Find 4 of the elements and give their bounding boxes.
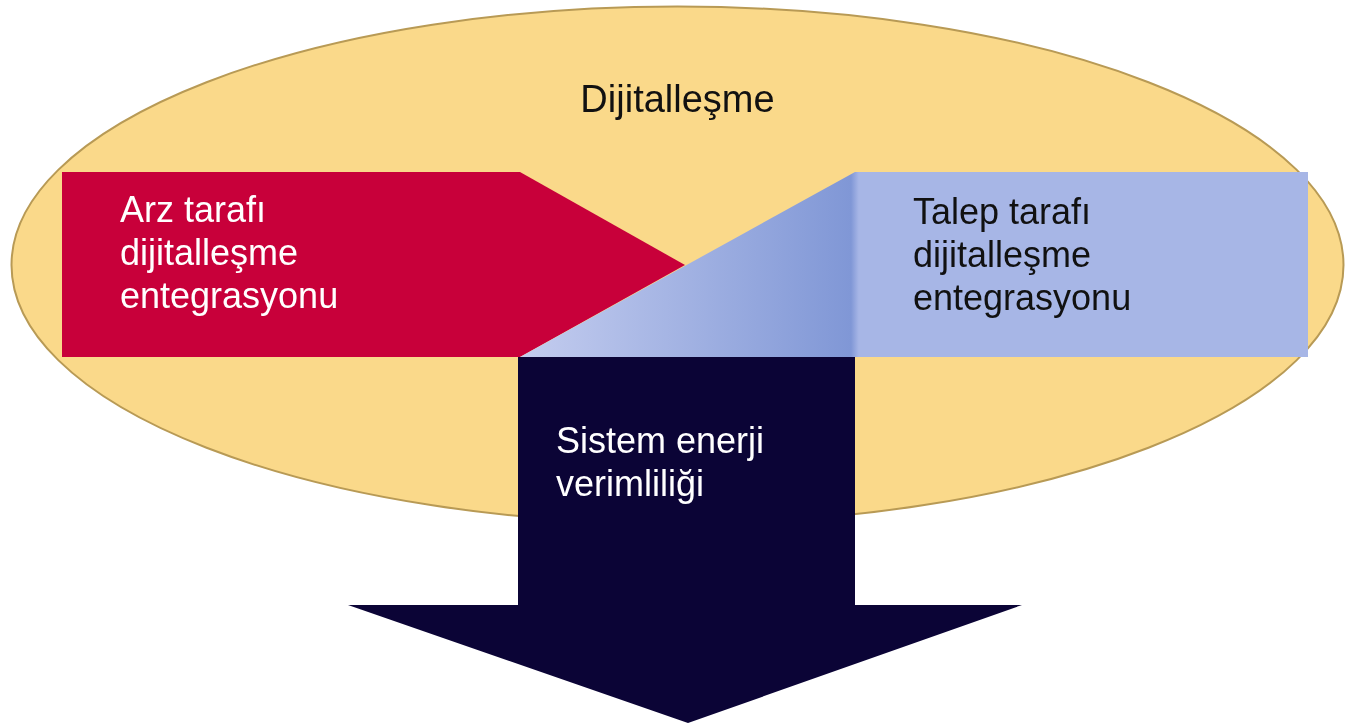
node-label: Dijitalleşme (579, 77, 776, 122)
node-label: Talep tarafı dijitalleşme entegrasyonu (913, 190, 1133, 320)
node-label: Arz tarafı dijitalleşme entegrasyonu (120, 188, 340, 318)
node-label: Sistem enerji verimliliği (556, 419, 766, 506)
